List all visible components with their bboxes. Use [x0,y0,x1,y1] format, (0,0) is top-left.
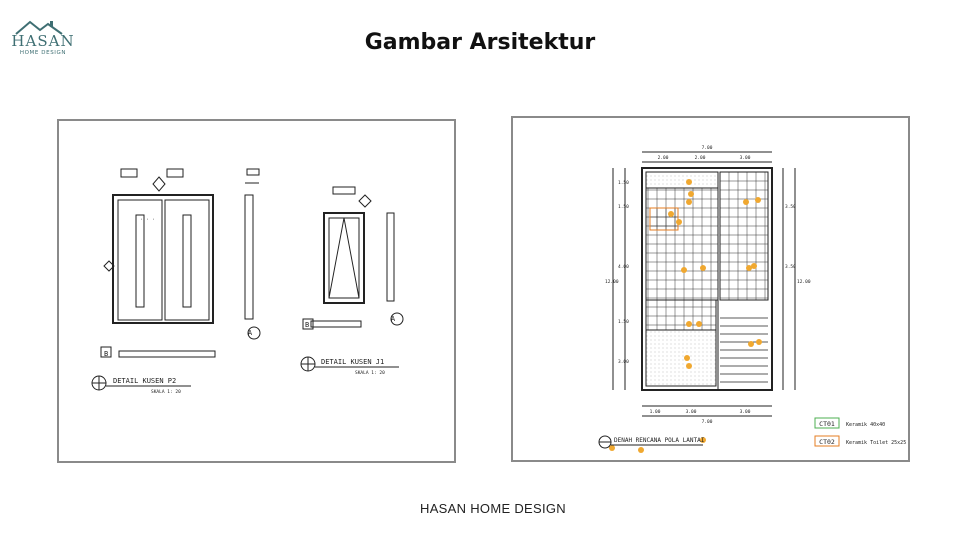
dim-right-1: 3.50 [785,204,796,210]
dim-left-total: 12.00 [605,279,619,285]
kusen-detail-drawing: · · · A A B B DETAIL KUSEN P2 SKALA 1: 2… [91,168,404,395]
dim-left-5: 3.00 [618,359,629,365]
dim-left-2: 1.50 [618,204,629,210]
section-b-label: B [104,350,108,358]
legend: CT01 Keramik 40x40 CT02 Keramik Toilet 2… [814,417,906,447]
dim-bottom-2: 3.00 [686,409,697,415]
legend-ct01-code: CT01 [819,420,835,428]
section-a-label-2: A [391,315,396,323]
dim-bottom-1: 1.00 [650,409,661,415]
dim-top-2: 2.00 [695,155,706,161]
dim-top-3: 3.00 [740,155,751,161]
logo-wordmark: HASAN [11,32,75,50]
brand-logo: HASAN HOME DESIGN [10,18,76,66]
section-b-label-2: B [305,321,309,329]
dim-left-1: 1.50 [618,180,629,186]
legend-ct01-label: Keramik 40x40 [846,422,885,428]
detail-j1-scale: SKALA 1: 20 [355,370,385,376]
legend-ct02-label: Keramik Toilet 25x25 [846,440,906,446]
footer-brand: HASAN HOME DESIGN [420,501,566,516]
section-a-label: A [248,329,253,337]
floor-plan-drawing: 7.00 2.00 2.00 3.00 1.00 3.00 3.00 7.00 … [598,145,906,453]
drawing-panel-kusen: · · · A A B B DETAIL KUSEN P2 SKALA 1: 2… [57,119,456,463]
drawing-panel-floor-plan: 7.00 2.00 2.00 3.00 1.00 3.00 3.00 7.00 … [511,116,910,462]
detail-p2-title: DETAIL KUSEN P2 [113,377,176,385]
dim-bottom-total: 7.00 [702,419,713,425]
dim-right-2: 3.50 [785,264,796,270]
dim-left-4: 1.50 [618,319,629,325]
dim-top-total: 7.00 [702,145,713,151]
detail-p2-scale: SKALA 1: 20 [151,389,181,395]
house-roof-icon [15,20,63,35]
legend-ct02-code: CT02 [819,438,835,446]
plan-title: DENAH RENCANA POLA LANTAI [614,437,705,444]
page-title: Gambar Arsitektur [364,30,596,55]
svg-text:· · ·: · · · [140,217,155,223]
logo-subtext: HOME DESIGN [19,50,67,56]
dim-top-1: 2.00 [658,155,669,161]
detail-j1-title: DETAIL KUSEN J1 [321,358,384,366]
dim-left-3: 4.00 [618,264,629,270]
dim-right-total: 12.00 [797,279,811,285]
dim-bottom-3: 3.00 [740,409,751,415]
